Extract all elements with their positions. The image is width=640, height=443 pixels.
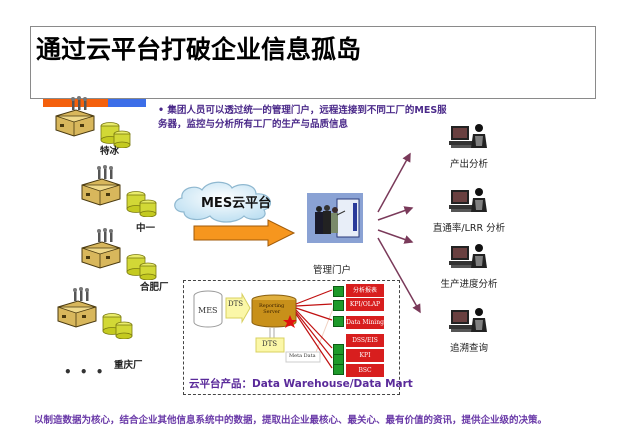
analysis-output-2: 直通率/LRR 分析: [414, 186, 524, 234]
factory-icon: [55, 96, 131, 148]
data-warehouse-caption: 云平台产品：Data Warehouse/Data Mart: [189, 378, 413, 390]
footer-summary: 以制造数据为核心，结合企业其他信息系统中的数据，提取出企业最核心、最关心、最有价…: [34, 415, 548, 426]
plant-label-2: 中一: [136, 223, 156, 234]
analysis-label: 产出分析: [449, 159, 488, 170]
analysis-output-1: 产出分析: [414, 122, 524, 170]
factory-icon: [81, 228, 157, 280]
arrow-right-icon: [193, 219, 296, 247]
output-tag-4: DSS/EIS: [346, 334, 384, 347]
fan-out-arrows: [377, 152, 421, 314]
output-tag-5: KPI: [346, 349, 384, 362]
dts-bottom-label: DTS: [262, 340, 278, 348]
more-plants-ellipsis: • • •: [64, 365, 106, 379]
data-warehouse-diagram: [193, 289, 335, 369]
worker-at-computer-icon: [449, 308, 487, 332]
data-warehouse-panel: [183, 280, 400, 395]
output-tag-3: Data Mining: [346, 316, 384, 329]
reporting-server-line-1: Reporting: [259, 303, 285, 309]
bullet-line-1: • 集团人员可以透过统一的管理门户，远程连接到不同工厂的MES服: [158, 105, 447, 116]
accent-bar-blue: [108, 99, 146, 107]
page-title: 通过云平台打破企业信息孤岛: [36, 35, 362, 64]
worker-at-computer-icon: [449, 244, 487, 268]
output-node-icon: [333, 300, 344, 311]
management-portal-image: [307, 193, 363, 243]
worker-at-computer-icon: [449, 188, 487, 212]
output-node-icon: [333, 316, 344, 327]
meta-data-label: Meta Data: [289, 353, 316, 359]
plant-label-4: 重庆厂: [114, 360, 143, 371]
factory-icon: [81, 165, 157, 217]
mes-db-label: MES: [198, 306, 218, 315]
reporting-server-line-2: Server: [263, 309, 281, 315]
output-tag-1: 分析报表: [346, 284, 384, 297]
dts-label: DTS: [228, 300, 244, 308]
factory-icon: [57, 287, 133, 339]
output-node-icon: [333, 364, 344, 375]
analysis-label: 追溯查询: [449, 343, 488, 354]
reporting-server-label: Reporting Server: [259, 303, 284, 315]
bullet-line-2: 务器，监控与分析所有工厂的生产与品质信息: [158, 119, 349, 130]
portal-label: 管理门户: [313, 265, 352, 276]
analysis-output-3: 生产进度分析: [414, 242, 524, 290]
analysis-label: 直通率/LRR 分析: [432, 223, 506, 234]
plant-label-3: 合肥厂: [140, 282, 169, 293]
output-tag-2: KPI/OLAP: [346, 298, 384, 311]
cloud-label: MES云平台: [201, 196, 272, 211]
analysis-output-4: 追溯查询: [414, 306, 524, 354]
analysis-label: 生产进度分析: [440, 279, 498, 290]
cloud-icon: [174, 181, 272, 223]
bullet-text: • 集团人员可以透过统一的管理门户，远程连接到不同工厂的MES服 务器，监控与分…: [158, 104, 478, 132]
title-box: [30, 26, 596, 99]
output-node-icon: [333, 286, 344, 297]
output-tag-6: BSC: [346, 364, 384, 377]
accent-bar-orange: [43, 99, 108, 107]
worker-at-computer-icon: [449, 124, 487, 148]
plant-label-1: 特冰: [100, 146, 120, 157]
